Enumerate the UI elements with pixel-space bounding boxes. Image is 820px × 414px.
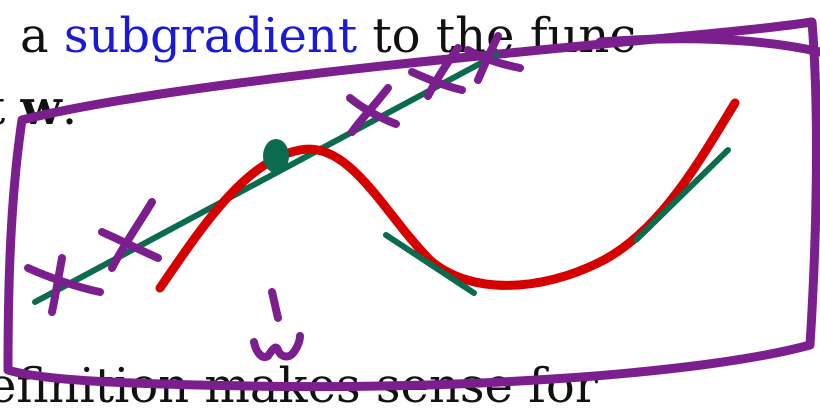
- handwritten-w-glyph: [250, 332, 304, 361]
- cross-4: [408, 44, 466, 100]
- point-indicator-tick: [268, 288, 282, 322]
- tangent-segment-right: [633, 147, 731, 243]
- cross-3: [346, 84, 400, 136]
- purple-crosses: [24, 32, 524, 316]
- purple-enclosing-box: [3, 17, 820, 392]
- tangent-segment-minimum: [383, 232, 477, 296]
- cross-5: [464, 32, 524, 84]
- text-lead: a: [20, 8, 64, 64]
- subgradient-link[interactable]: subgradient: [63, 8, 358, 64]
- text-line-top: a subgradient to the func-: [20, 12, 652, 60]
- point-w-marker: [263, 139, 289, 173]
- purple-box-top-overshoot: [595, 34, 820, 57]
- annotation-overlay: w: [3, 17, 820, 392]
- cross-1: [24, 254, 104, 316]
- cross-2: [98, 198, 162, 272]
- text-prefix: t: [0, 80, 21, 136]
- function-curve: [155, 98, 740, 293]
